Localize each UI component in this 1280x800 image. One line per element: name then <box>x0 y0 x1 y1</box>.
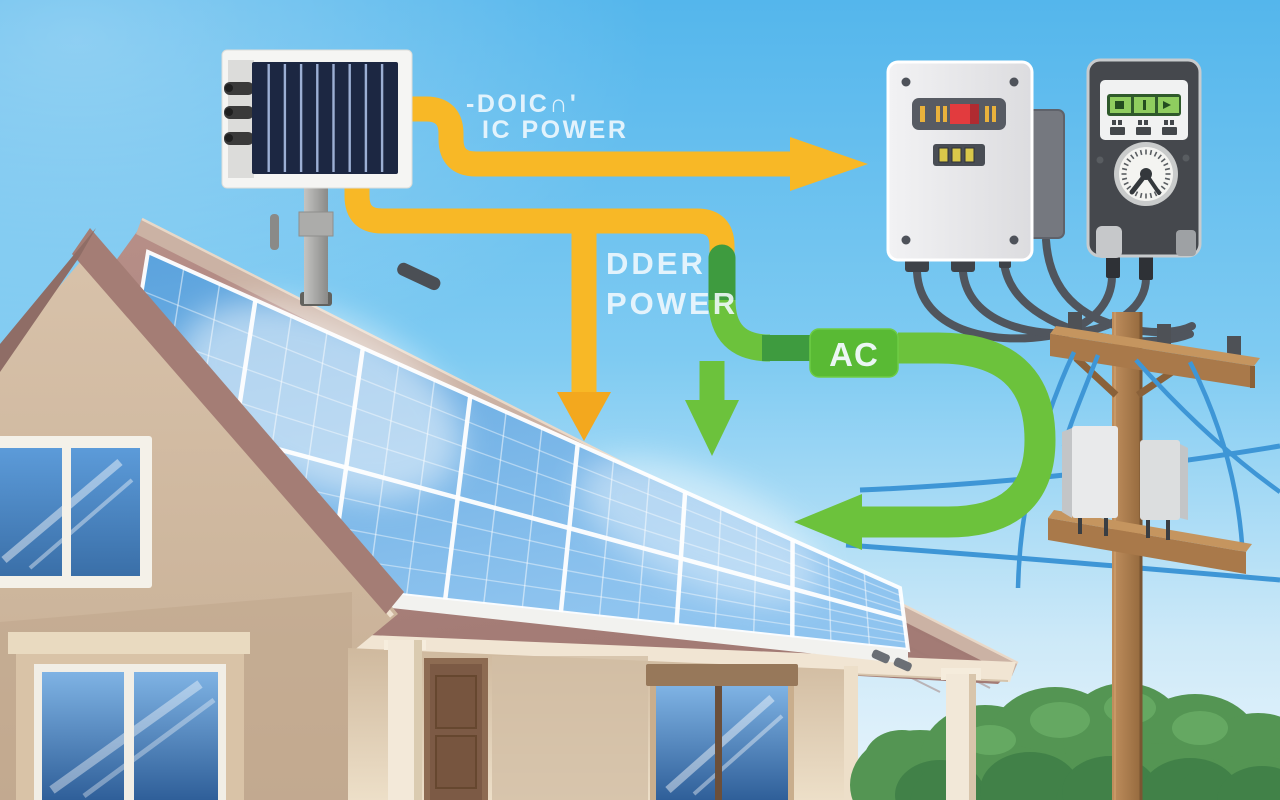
dc-pipe-top <box>410 96 792 177</box>
glass-reflection <box>82 697 216 799</box>
sun-sheen <box>579 457 821 603</box>
meter-glyphs <box>1110 120 1177 135</box>
window-header <box>8 632 250 654</box>
dc-label-line1: -DOIC∩' <box>466 90 578 118</box>
mount-handle <box>270 214 279 250</box>
gauge-ticks <box>1121 149 1171 199</box>
gable-roof-left <box>0 228 96 372</box>
dc-arrow-down <box>557 392 611 441</box>
pole-post <box>1112 312 1142 800</box>
crossarm-end <box>1250 366 1255 388</box>
pole-brace <box>1073 355 1119 398</box>
transformer-side <box>1180 444 1188 520</box>
ac-arrow-left <box>794 494 862 550</box>
gable-window <box>0 436 152 588</box>
dc-arrow-right <box>790 137 868 191</box>
ac-pipe-arc <box>860 332 1056 538</box>
gauge-hub <box>1140 168 1152 180</box>
lcd-cells <box>1110 97 1179 113</box>
pole-mounted-panel <box>221 49 413 306</box>
inverter-screws <box>901 77 1019 245</box>
ac-arrow-down <box>685 400 739 456</box>
crossarm-upper <box>1050 334 1254 388</box>
insulator-peg <box>1227 336 1241 358</box>
status-leds <box>938 147 975 163</box>
inverter <box>886 60 1065 272</box>
porch-shadow <box>492 656 648 800</box>
window-mullion <box>62 448 71 576</box>
porch-post-right <box>941 668 981 800</box>
panel-stripes <box>267 64 384 172</box>
dc-label-line2: IC POWER <box>482 116 628 144</box>
ac-pipe-elbow <box>708 299 771 362</box>
roof-vent <box>397 262 441 291</box>
power-line <box>845 542 1280 583</box>
meter-tab <box>1096 226 1122 258</box>
transformer-box <box>1072 426 1118 518</box>
meter-tab <box>1176 230 1196 256</box>
screw-icon <box>1096 156 1104 164</box>
window-mullion <box>124 672 134 800</box>
post-shade <box>969 674 976 800</box>
panel-cells <box>252 62 398 174</box>
window-header <box>646 664 798 686</box>
display-indicators <box>920 104 996 124</box>
window-mullion <box>715 686 722 800</box>
transformer-legs <box>1078 512 1170 540</box>
front-door <box>424 658 488 800</box>
transformer-side <box>1062 428 1072 518</box>
electric-meter <box>1086 58 1202 280</box>
transformer-boxes <box>1062 426 1188 540</box>
roof-label-line1: DDER <box>606 246 706 281</box>
drop-wire <box>1134 358 1280 494</box>
crossarm-lower <box>1048 518 1246 574</box>
cable <box>913 268 1116 343</box>
energy-flow: AC <box>344 96 1056 550</box>
door-inset <box>435 675 477 729</box>
glass-reflection <box>692 714 784 796</box>
array-mount-foot <box>893 657 912 672</box>
roof-label-line2: POWER <box>606 286 738 321</box>
door-inset <box>435 735 477 789</box>
house-gable <box>0 228 404 800</box>
ac-badge <box>809 328 899 378</box>
panel-connectors <box>224 82 254 145</box>
insulator-peg <box>1157 324 1171 348</box>
utility-pole <box>1015 312 1280 800</box>
analog-gauge <box>1114 142 1178 206</box>
mount-collar <box>298 211 334 237</box>
porch-post-left <box>384 640 426 800</box>
glass-reflection <box>28 478 134 570</box>
screw-icon <box>1182 154 1190 162</box>
dc-pipe-main <box>344 184 735 266</box>
house-front <box>348 640 858 800</box>
labels: -DOIC∩' IC POWER DDER POWER <box>466 90 738 321</box>
drop-wire <box>1187 360 1246 561</box>
front-left-window <box>8 632 250 800</box>
transformer-box <box>1140 440 1180 520</box>
crossarm-top-face <box>1050 326 1260 366</box>
array-mount-foot <box>871 649 890 664</box>
ac-badge-label: AC <box>829 336 879 373</box>
mount-pole <box>304 186 328 304</box>
post-shade <box>414 640 422 800</box>
front-right-window <box>646 664 798 800</box>
gable-roof-right <box>72 228 404 614</box>
